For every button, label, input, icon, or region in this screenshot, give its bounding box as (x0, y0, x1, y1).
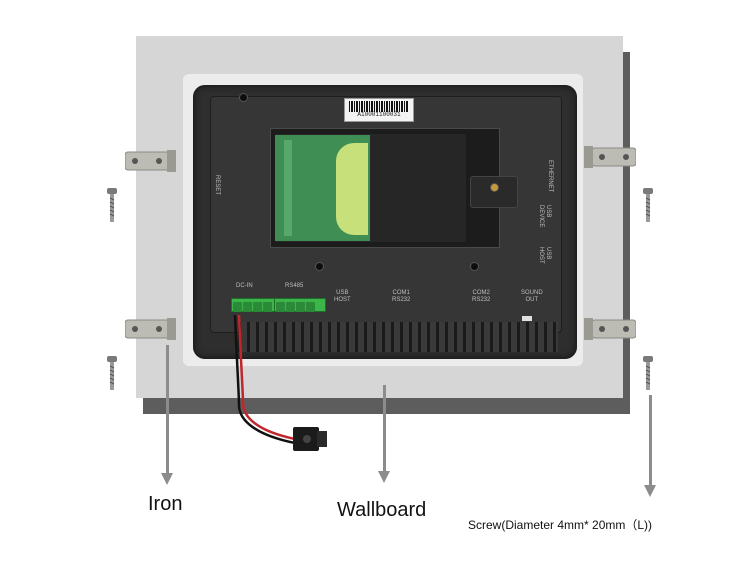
wallboard-arrow-head-icon (378, 471, 390, 483)
screw-icon (107, 188, 117, 222)
com2-label: COM2 RS232 (472, 290, 491, 303)
iron-bracket-icon (125, 318, 176, 340)
iron-bracket-icon (584, 318, 636, 340)
serial-number: A10001100031 (357, 111, 401, 118)
screw-arrow-head-icon (644, 485, 656, 497)
power-cable (233, 314, 327, 451)
sound-out-label: SOUND OUT (521, 290, 543, 303)
circuit-board-edge (284, 140, 292, 236)
rs485-label: RS485 (285, 283, 304, 289)
vent-grille (238, 322, 558, 352)
sound-jack (522, 316, 532, 321)
brass-standoff-icon (490, 183, 499, 192)
iron-bracket-icon (125, 150, 176, 172)
wallboard-caption: Wallboard (337, 499, 427, 521)
mount-hole-icon (239, 93, 248, 102)
dc-in-label: DC-IN (236, 283, 253, 289)
screw-caption: Screw(Diameter 4mm* 20mm（L)) (468, 518, 653, 532)
iron-arrow-head-icon (161, 473, 173, 485)
connector-housing (470, 176, 518, 208)
screw-arrow-line (649, 395, 652, 487)
usb-host-label: USB HOST (334, 290, 351, 303)
serial-label: A10001100031 (344, 98, 414, 122)
mount-hole-icon (315, 262, 324, 271)
iron-bracket-icon (584, 146, 636, 168)
circuit-board-module (336, 143, 368, 235)
wallboard-arrow-line (383, 385, 386, 473)
dc-in-terminal (231, 298, 275, 312)
usb-device-label: USB DEVICE (538, 205, 551, 228)
reset-label: RESET (214, 175, 220, 196)
screw-icon (643, 188, 653, 222)
com1-label: COM1 RS232 (392, 290, 411, 303)
barcode-icon (349, 101, 409, 112)
ethernet-label: ETHERNET (547, 160, 553, 193)
mount-hole-icon (470, 262, 479, 271)
iron-arrow-line (166, 345, 169, 475)
iron-caption: Iron (148, 493, 183, 515)
usb-host-side-label: USB HOST (538, 247, 551, 264)
screw-icon (643, 356, 653, 390)
rs485-terminal (274, 298, 326, 312)
screw-icon (107, 356, 117, 390)
